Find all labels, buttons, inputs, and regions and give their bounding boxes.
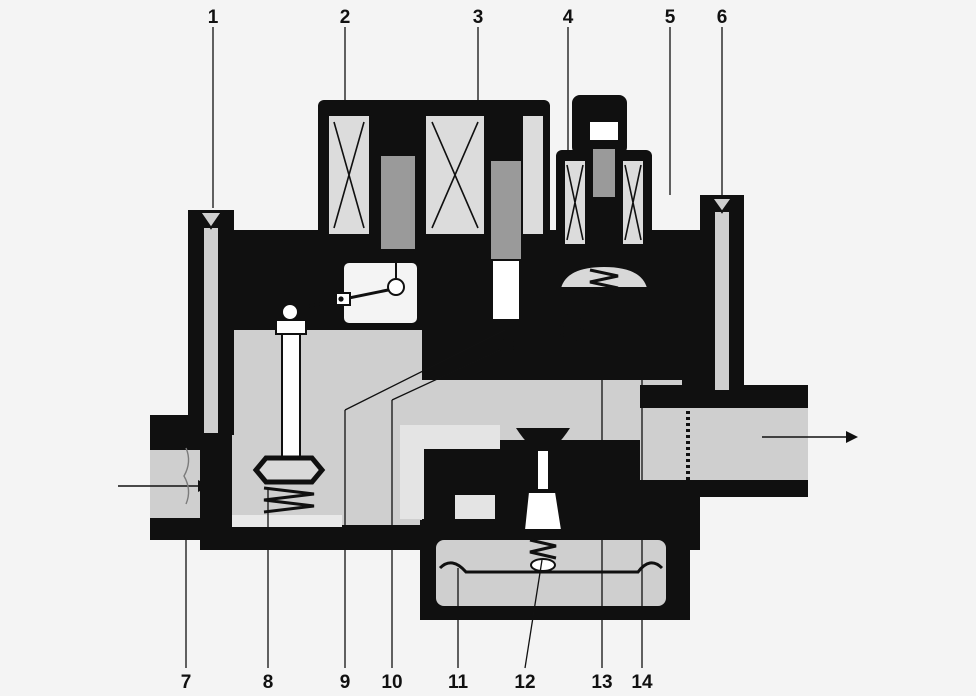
callouts-bottom: 7 8 9 10 11 12 13 14 [181,672,653,693]
valve-linkage [281,250,419,325]
callout-9: 9 [340,672,351,693]
pressure-tap-inlet [188,210,234,435]
inlet-chamber [232,330,422,525]
pressure-regulator [540,260,660,315]
callout-7: 7 [181,672,192,693]
callout-1: 1 [208,7,219,28]
plunger-2 [379,154,417,251]
callout-12: 12 [514,672,535,693]
solenoid-coil-block [318,100,550,321]
flow-arrows [118,431,858,505]
channel-c [455,495,495,519]
pressure-tap-outlet [700,195,744,390]
callout-6: 6 [717,7,728,28]
callout-11: 11 [448,672,469,693]
callout-3: 3 [473,7,484,28]
callout-14: 14 [631,672,653,693]
callout-4: 4 [563,7,574,28]
callout-10: 10 [381,672,402,693]
channel-a [400,425,500,449]
small-springs [497,313,690,495]
servo-valve-12 [516,428,570,572]
main-valve-disc [232,319,342,527]
diaphragm [438,561,664,574]
outlet-channel [640,408,808,480]
leader-lines [185,27,723,669]
inlet-filter [183,447,190,505]
callout-2: 2 [340,7,351,28]
callout-8: 8 [263,672,274,693]
callout-13: 13 [591,672,612,693]
solenoid-4 [556,95,652,325]
callout-5: 5 [665,7,676,28]
plunger-3 [489,159,523,261]
channel-b [400,449,424,519]
callouts-top: 1 2 3 4 5 6 [208,7,728,28]
valve-spring [263,486,315,514]
coil-3-right [521,114,545,236]
